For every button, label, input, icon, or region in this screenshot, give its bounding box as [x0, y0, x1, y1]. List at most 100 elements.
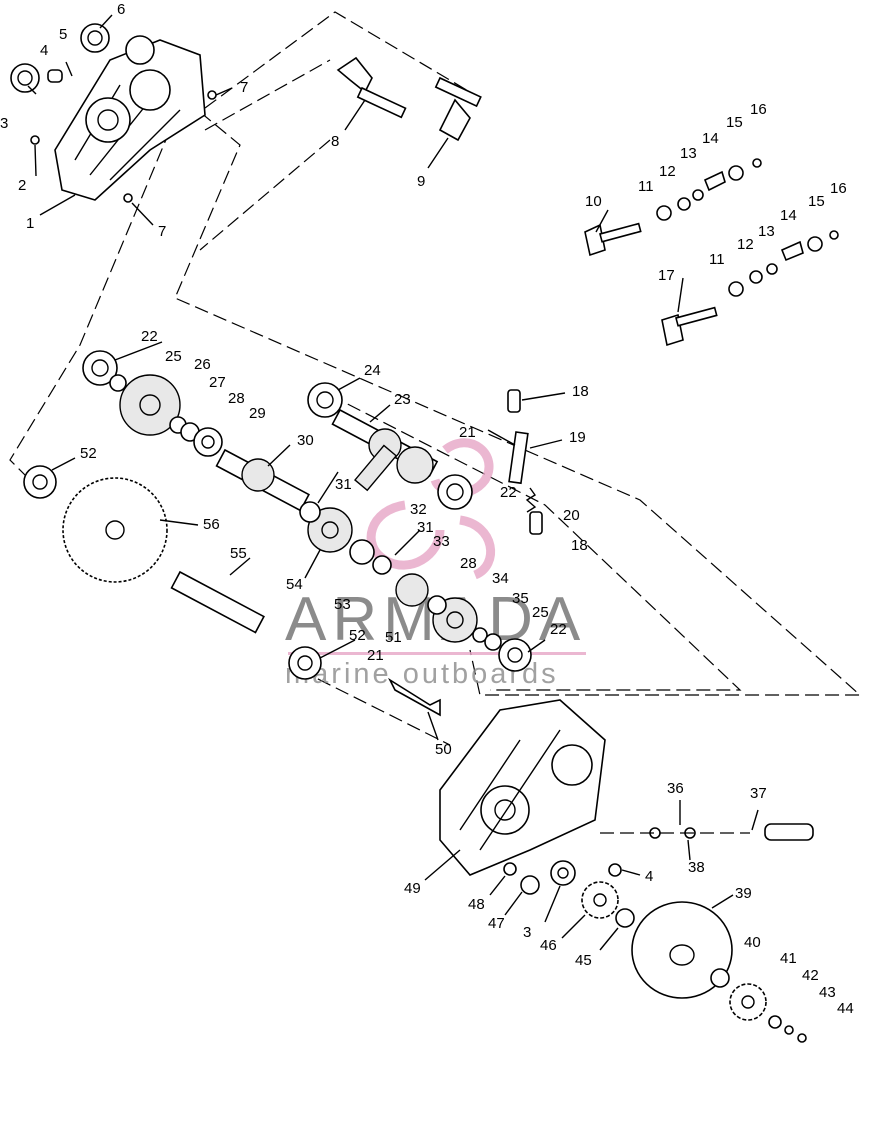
small-parts-lower: [503, 860, 622, 895]
dowel-4: [47, 69, 63, 83]
shift-shaft-10: [584, 222, 642, 257]
callout-15-upper: 15: [726, 114, 743, 131]
callout-3: 3: [0, 115, 8, 132]
callout-55: 55: [230, 545, 247, 562]
callout-14-lower: 14: [780, 207, 797, 224]
pin-5: [65, 61, 73, 77]
nut-40: [710, 968, 730, 988]
washers-28-35-25: [427, 595, 502, 651]
gear-51: [395, 573, 429, 607]
callout-39: 39: [735, 885, 752, 902]
callout-28-top: 28: [228, 390, 245, 407]
oil-seal-3: [10, 63, 40, 93]
washer-stack-upper: [656, 158, 762, 221]
ring-31-33: [372, 555, 392, 575]
dowel-7a: [207, 90, 217, 100]
ring-31: [299, 501, 321, 523]
callout-32: 32: [410, 501, 427, 518]
callout-3-right: 3: [523, 924, 531, 941]
assembly-guide-lines: [9, 11, 862, 746]
shaft-30: [215, 448, 310, 512]
callout-25-right: 25: [532, 604, 549, 621]
bearing-52-upper: [23, 465, 57, 499]
callout-52-top: 52: [80, 445, 97, 462]
washer-43: [784, 1025, 794, 1035]
callout-48: 48: [468, 896, 485, 913]
callout-43: 43: [819, 984, 836, 1001]
callout-20: 20: [563, 507, 580, 524]
drive-sprocket-46: [581, 881, 619, 919]
callout-8: 8: [331, 133, 339, 150]
callout-34: 34: [492, 570, 509, 587]
callout-37: 37: [750, 785, 767, 802]
shift-detent-parts: [487, 389, 543, 535]
callout-27: 27: [209, 374, 226, 391]
right-crankcase: [439, 699, 606, 876]
callout-19: 19: [569, 429, 586, 446]
washer-stack-lower: [728, 230, 839, 297]
shift-shaft-17: [661, 306, 718, 347]
callout-28-bottom: 28: [460, 555, 477, 572]
callout-45: 45: [575, 952, 592, 969]
callout-12-lower: 12: [737, 236, 754, 253]
bearing-22-right: [498, 638, 532, 672]
callout-44: 44: [837, 1000, 854, 1017]
callout-1: 1: [26, 215, 34, 232]
callout-41: 41: [780, 950, 797, 967]
bearing-22-mid: [437, 474, 473, 510]
callout-5: 5: [59, 26, 67, 43]
callout-25-left: 25: [165, 348, 182, 365]
bolt-2: [30, 135, 40, 145]
callout-10: 10: [585, 193, 602, 210]
callout-9: 9: [417, 173, 425, 190]
large-gear-56: [62, 477, 168, 583]
callout-36: 36: [667, 780, 684, 797]
callout-4-right: 4: [645, 868, 653, 885]
shaft-23: [331, 408, 439, 484]
callout-22-right: 22: [550, 621, 567, 638]
callout-40: 40: [744, 934, 761, 951]
callout-29: 29: [249, 405, 266, 422]
bearing-52-lower: [288, 646, 322, 680]
callout-47: 47: [488, 915, 505, 932]
callout-18-bottom: 18: [571, 537, 588, 554]
callout-21-top: 21: [459, 424, 476, 441]
callout-24: 24: [364, 362, 381, 379]
callout-4: 4: [40, 42, 48, 59]
chain-32: [354, 444, 398, 492]
callout-14-upper: 14: [702, 130, 719, 147]
callout-31-mid: 31: [417, 519, 434, 536]
output-shaft-55: [170, 570, 265, 634]
callout-42: 42: [802, 967, 819, 984]
callout-17: 17: [658, 267, 675, 284]
sprocket-41: [729, 983, 767, 1021]
callout-54: 54: [286, 576, 303, 593]
callout-51: 51: [385, 629, 402, 646]
bearing-24: [307, 382, 343, 418]
callout-53: 53: [334, 596, 351, 613]
bolt-44: [797, 1033, 807, 1043]
callout-50: 50: [435, 741, 452, 758]
callout-2: 2: [18, 177, 26, 194]
callout-12-upper: 12: [659, 163, 676, 180]
callout-13-lower: 13: [758, 223, 775, 240]
washer-42: [768, 1015, 782, 1029]
callout-30: 30: [297, 432, 314, 449]
callout-numbers: 6 5 4 3 2 1 7 7 8 9 16 15 14 13 12 11 10…: [0, 1, 854, 1017]
cable-37: [764, 823, 814, 841]
callout-16-lower: 16: [830, 180, 847, 197]
stopper-50: [388, 677, 441, 717]
shift-fork-8: [336, 56, 407, 119]
callout-35: 35: [512, 590, 529, 607]
callout-22-mid: 22: [500, 484, 517, 501]
cap-36-38: [600, 827, 750, 839]
callout-18-top: 18: [572, 383, 589, 400]
watermark-divider: [288, 652, 586, 655]
callout-11-upper: 11: [638, 178, 654, 195]
callout-56: 56: [203, 516, 220, 533]
callout-7-bottom: 7: [158, 223, 166, 240]
leader-lines: [27, 14, 759, 951]
callout-31-top: 31: [335, 476, 352, 493]
dowel-7b: [123, 193, 133, 203]
bearing-22-left: [82, 350, 118, 386]
